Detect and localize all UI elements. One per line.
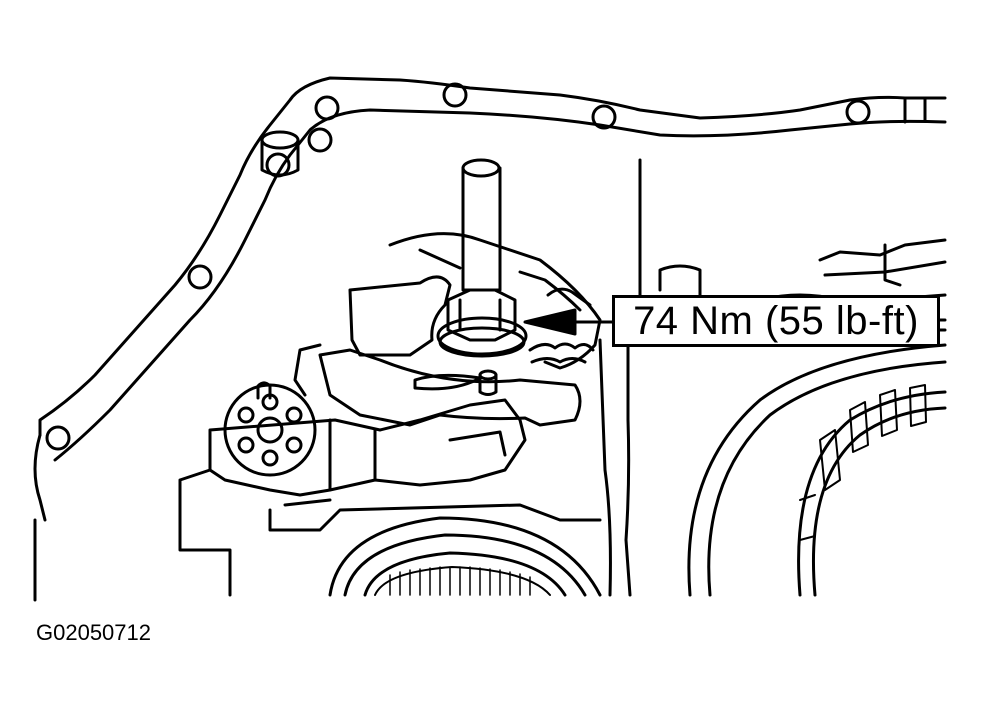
lower-drum	[328, 516, 602, 597]
case-wall-2	[598, 338, 612, 597]
linkage-rod-detail	[328, 418, 507, 492]
lock-nut	[436, 288, 528, 358]
case-wall	[624, 158, 642, 597]
round-flange	[223, 381, 317, 477]
clutch-drum	[687, 343, 947, 597]
figure-code: G02050712	[36, 620, 151, 645]
case-flange-outline	[38, 76, 947, 437]
manual-shaft	[461, 158, 502, 292]
flange-bolt-holes	[45, 82, 871, 451]
linkage-rod	[208, 398, 527, 497]
lever-pin	[478, 373, 498, 396]
torque-spec-label: 74 Nm (55 lb-ft)	[612, 295, 940, 347]
detent-lever-inner	[418, 248, 582, 312]
detent-plate	[348, 275, 452, 357]
case-lower-edge	[33, 433, 47, 602]
lever-pin-top	[478, 369, 498, 381]
dowel-pin	[260, 130, 300, 177]
valve-body-detail	[283, 343, 332, 507]
detent-spring	[528, 287, 595, 364]
callout-arrow	[523, 308, 614, 336]
valve-body	[178, 468, 602, 597]
case-flange-inner	[53, 108, 947, 462]
